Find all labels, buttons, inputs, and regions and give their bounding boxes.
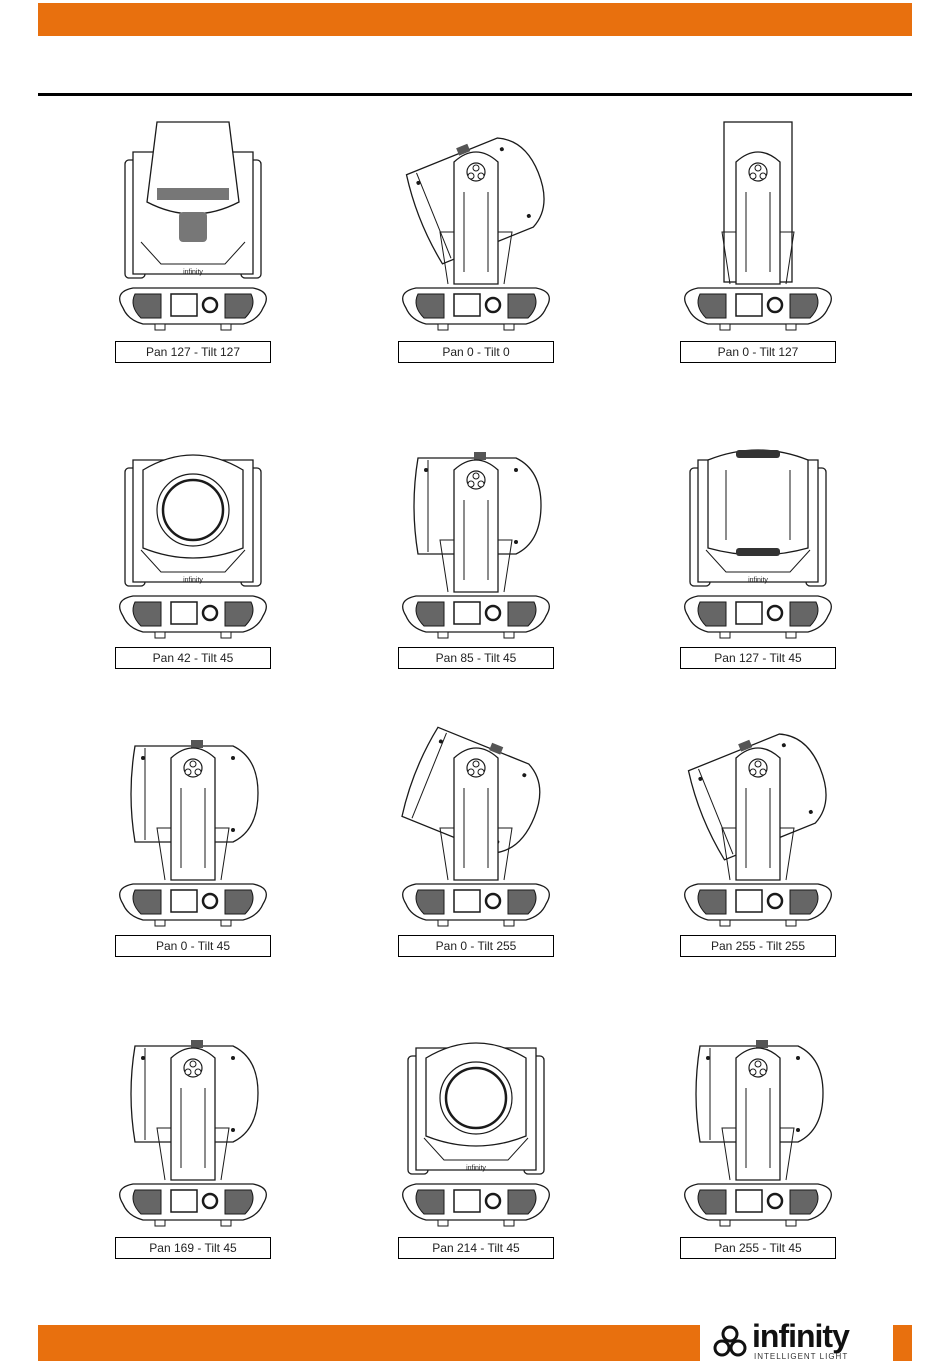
position-caption: Pan 127 - Tilt 127 bbox=[115, 341, 271, 363]
position-caption: Pan 169 - Tilt 45 bbox=[115, 1237, 271, 1259]
moving-head-illustration: infinity bbox=[73, 420, 313, 650]
position-caption: Pan 0 - Tilt 45 bbox=[115, 935, 271, 957]
position-caption: Pan 0 - Tilt 127 bbox=[680, 341, 836, 363]
position-caption: Pan 0 - Tilt 0 bbox=[398, 341, 554, 363]
moving-head-illustration bbox=[73, 1008, 313, 1238]
infinity-logo: infinity INTELLIGENT LIGHT bbox=[708, 1322, 892, 1364]
logo-subtext: INTELLIGENT LIGHT bbox=[754, 1352, 848, 1361]
infinity-trefoil-icon bbox=[712, 1324, 748, 1358]
moving-head-illustration bbox=[356, 420, 596, 650]
position-caption: Pan 214 - Tilt 45 bbox=[398, 1237, 554, 1259]
position-caption: Pan 127 - Tilt 45 bbox=[680, 647, 836, 669]
moving-head-illustration bbox=[638, 112, 878, 342]
svg-text:infinity: infinity bbox=[183, 577, 203, 584]
position-caption: Pan 255 - Tilt 255 bbox=[680, 935, 836, 957]
moving-head-illustration: infinity bbox=[638, 420, 878, 650]
moving-head-illustration: infinity bbox=[356, 1008, 596, 1238]
position-caption: Pan 0 - Tilt 255 bbox=[398, 935, 554, 957]
footer-bar bbox=[38, 1325, 700, 1361]
position-caption: Pan 255 - Tilt 45 bbox=[680, 1237, 836, 1259]
footer-tab bbox=[893, 1325, 912, 1361]
svg-text:infinity: infinity bbox=[466, 1165, 486, 1172]
moving-head-illustration bbox=[638, 1008, 878, 1238]
svg-text:infinity: infinity bbox=[748, 577, 768, 584]
logo-text: infinity bbox=[752, 1318, 849, 1355]
moving-head-illustration bbox=[638, 708, 878, 938]
moving-head-illustration bbox=[73, 708, 313, 938]
svg-text:infinity: infinity bbox=[183, 269, 203, 276]
moving-head-illustration bbox=[356, 708, 596, 938]
moving-head-illustration bbox=[356, 112, 596, 342]
position-caption: Pan 85 - Tilt 45 bbox=[398, 647, 554, 669]
position-caption: Pan 42 - Tilt 45 bbox=[115, 647, 271, 669]
moving-head-illustration: infinity bbox=[73, 112, 313, 342]
